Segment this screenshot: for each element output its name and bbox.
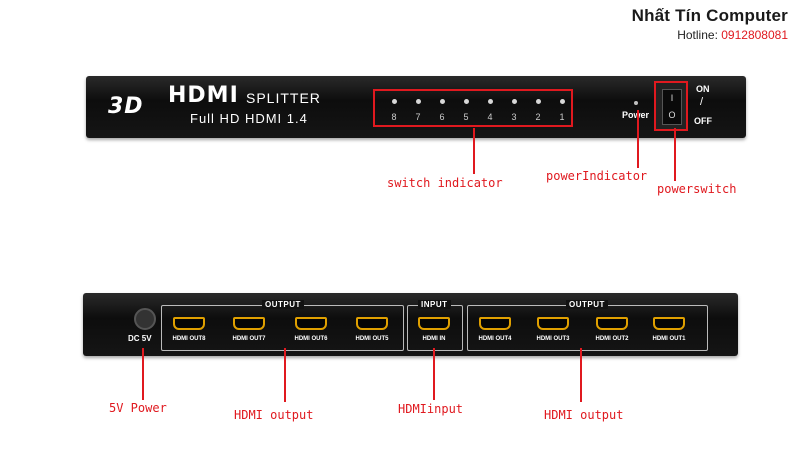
led-4 [488, 99, 493, 104]
brand-header: Nhất Tín Computer Hotline: 0912808081 [632, 6, 788, 42]
led-label-7: 7 [415, 112, 421, 122]
port-label-out2: HDMI OUT2 [595, 336, 629, 342]
power-led [634, 101, 638, 105]
callout-line-hdmi-output-left [284, 348, 286, 402]
dc-jack [134, 308, 156, 330]
port-label-out3: HDMI OUT3 [536, 336, 570, 342]
switch-on-symbol: I [670, 93, 674, 103]
output-group-right: OUTPUT [467, 300, 708, 351]
led-label-2: 2 [535, 112, 541, 122]
port-label-out1: HDMI OUT1 [652, 336, 686, 342]
port-hdmi-in [418, 317, 450, 330]
led-label-5: 5 [463, 112, 469, 122]
callout-power-indicator: powerIndicator [546, 169, 648, 183]
switch-indicator-box: 8 7 6 5 4 3 2 1 [373, 89, 573, 127]
power-switch-box: I O [654, 81, 688, 131]
output-label-right: OUTPUT [566, 300, 608, 309]
power-label: Power [622, 110, 650, 120]
callout-line-switch-indicator [473, 128, 475, 174]
port-label-out6: HDMI OUT6 [294, 336, 328, 342]
callout-5v-power: 5V Power [109, 401, 167, 415]
port-label-out7: HDMI OUT7 [232, 336, 266, 342]
brand-logo: Nhất Tín Computer [631, 6, 788, 25]
on-label: ON [696, 84, 710, 94]
led-label-8: 8 [391, 112, 397, 122]
callout-power-switch: powerswitch [657, 182, 737, 196]
hotline-number: 0912808081 [721, 28, 788, 42]
logo-3d: 3D [108, 94, 144, 119]
port-hdmi-out5 [356, 317, 388, 330]
front-panel: 3D HDMI SPLITTER Full HD HDMI 1.4 8 7 6 … [86, 76, 746, 138]
logo-subtitle: Full HD HDMI 1.4 [190, 111, 308, 126]
port-hdmi-out7 [233, 317, 265, 330]
hotline: Hotline: 0912808081 [632, 28, 788, 42]
callout-line-5v-power [142, 348, 144, 400]
port-hdmi-out1 [653, 317, 685, 330]
port-hdmi-out2 [596, 317, 628, 330]
slash-divider: / [700, 96, 704, 108]
led-5 [464, 99, 469, 104]
logo-splitter: SPLITTER [246, 90, 321, 106]
callout-hdmi-output-left: HDMI output [234, 408, 314, 422]
led-label-6: 6 [439, 112, 445, 122]
callout-switch-indicator: switch indicator [387, 176, 503, 190]
switch-off-symbol: O [668, 110, 676, 120]
callout-line-hdmi-input [433, 348, 435, 400]
input-group: INPUT [407, 300, 463, 351]
port-label-out4: HDMI OUT4 [478, 336, 512, 342]
back-panel: DC 5V OUTPUT HDMI OUT8 HDMI OUT7 HDMI OU… [83, 293, 738, 356]
input-label: INPUT [418, 300, 451, 309]
off-label: OFF [694, 116, 712, 126]
port-hdmi-out4 [479, 317, 511, 330]
led-label-1: 1 [559, 112, 565, 122]
callout-hdmi-output-right: HDMI output [544, 408, 624, 422]
port-label-out5: HDMI OUT5 [355, 336, 389, 342]
port-label-in: HDMI IN [422, 336, 446, 342]
led-6 [440, 99, 445, 104]
port-hdmi-out3 [537, 317, 569, 330]
led-8 [392, 99, 397, 104]
hotline-label: Hotline: [677, 28, 718, 42]
led-label-4: 4 [487, 112, 493, 122]
callout-line-hdmi-output-right [580, 348, 582, 402]
output-label-left: OUTPUT [262, 300, 304, 309]
led-7 [416, 99, 421, 104]
led-2 [536, 99, 541, 104]
led-3 [512, 99, 517, 104]
power-switch[interactable]: I O [662, 89, 682, 125]
logo-hdmi: HDMI [168, 83, 239, 108]
output-group-left: OUTPUT [161, 300, 404, 351]
port-hdmi-out8 [173, 317, 205, 330]
port-label-out8: HDMI OUT8 [172, 336, 206, 342]
callout-line-power-switch [674, 128, 676, 181]
led-1 [560, 99, 565, 104]
dc-label: DC 5V [128, 334, 152, 343]
port-hdmi-out6 [295, 317, 327, 330]
led-label-3: 3 [511, 112, 517, 122]
callout-line-power-indicator [637, 110, 639, 168]
callout-hdmi-input: HDMIinput [398, 402, 464, 416]
